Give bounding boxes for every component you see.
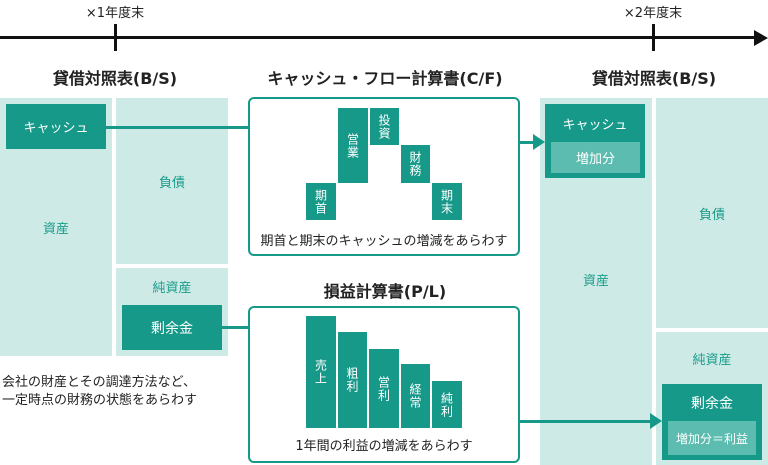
bs-end-liabilities: 負債 [656, 98, 768, 328]
assets-label: 資産 [42, 221, 69, 237]
arrow-pl-to-surplus-icon [650, 413, 662, 429]
year2-label: ×2年度末 [623, 5, 683, 21]
bs-start-title: 貸借対照表(B/S) [52, 69, 178, 88]
surplus-increase: 増加分＝利益 [668, 421, 756, 455]
pl-bar-gross-profit: 粗利 [338, 332, 367, 428]
cf-bar-opening: 期首 [306, 183, 336, 220]
bs-caption-line2: 一定時点の財務の状態をあらわす [2, 393, 198, 408]
arrow-cf-to-cash-icon [533, 134, 545, 150]
cf-box [248, 97, 520, 256]
connector-pl-to-surplus [520, 420, 651, 423]
timeline-axis [0, 36, 756, 39]
pl-title: 損益計算書(P/L) [323, 282, 447, 301]
cf-bar-closing: 期末 [432, 183, 462, 220]
bs-start-cash: キャッシュ [6, 104, 106, 149]
connector-surplus-to-pl [222, 326, 248, 329]
pl-caption: 1年間の利益の増減をあらわす [295, 438, 473, 454]
pl-bar-net-profit: 純利 [432, 381, 462, 428]
cf-bar-financing: 財務 [401, 145, 430, 183]
cf-caption: 期首と期末のキャッシュの増減をあらわす [260, 233, 508, 249]
timeline-arrow-icon [754, 30, 768, 46]
assets-label: 資産 [582, 274, 609, 289]
net-assets-label: 純資産 [152, 280, 192, 296]
cash-label: キャッシュ [562, 117, 628, 133]
bs-start-surplus: 剰余金 [122, 305, 222, 350]
cf-title: キャッシュ・フロー計算書(C/F) [267, 69, 503, 88]
pl-bar-sales: 売上 [306, 316, 336, 428]
bs-end-surplus: 剰余金 増加分＝利益 [662, 384, 762, 460]
cash-increase: 増加分 [551, 142, 640, 173]
bs-end-cash: キャッシュ 増加分 [545, 104, 645, 178]
connector-cash-to-cf [106, 126, 248, 129]
net-assets-label: 純資産 [692, 352, 732, 368]
connector-cf-to-cash [520, 141, 534, 144]
cf-bar-investing: 投資 [370, 108, 399, 145]
tick-year2 [652, 24, 655, 51]
bs-end-title: 貸借対照表(B/S) [591, 69, 717, 88]
tick-year1 [114, 24, 117, 51]
year1-label: ×1年度末 [85, 5, 145, 21]
surplus-label: 剰余金 [691, 395, 733, 412]
bs-start-liabilities: 負債 [116, 98, 228, 264]
cf-bar-operating: 営業 [338, 108, 368, 183]
pl-bar-ordinary-profit: 経常 [401, 364, 430, 428]
pl-bar-operating-profit: 営利 [369, 349, 399, 428]
bs-caption-line1: 会社の財産とその調達方法など、 [2, 375, 196, 390]
